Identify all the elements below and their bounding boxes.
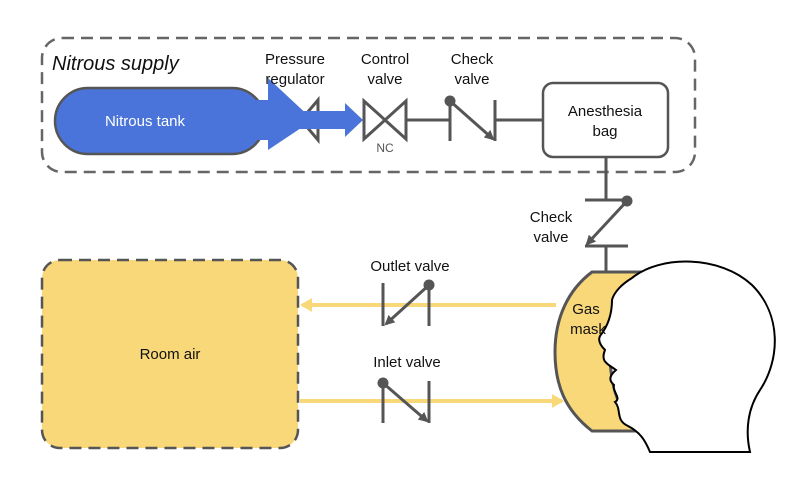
outlet-valve-label: Outlet valve bbox=[370, 258, 449, 275]
control-valve-state: NC bbox=[376, 141, 394, 155]
bag-label-2: bag bbox=[592, 123, 617, 140]
supply-title: Nitrous supply bbox=[52, 53, 180, 75]
check-valve-2-symbol bbox=[585, 195, 633, 248]
outlet-valve-symbol bbox=[381, 279, 435, 326]
flow-arrow-small bbox=[295, 103, 363, 137]
control-valve-label-2: valve bbox=[367, 71, 402, 88]
inlet-valve-symbol bbox=[377, 377, 431, 423]
check-valve-1-label-2: valve bbox=[454, 71, 489, 88]
nitrous-supply-box bbox=[40, 36, 697, 174]
control-valve-label-1: Control bbox=[361, 51, 409, 68]
tank-label: Nitrous tank bbox=[105, 113, 186, 130]
flow-arrow-large bbox=[255, 78, 313, 150]
mask-label-1: Gas bbox=[572, 301, 600, 318]
head-outline bbox=[598, 260, 776, 453]
anesthesia-bag bbox=[541, 81, 670, 159]
room-air-label: Room air bbox=[140, 346, 201, 363]
check-valve-1-label-1: Check bbox=[451, 51, 494, 68]
bag-label-1: Anesthesia bbox=[568, 103, 643, 120]
room-air-box bbox=[40, 258, 300, 450]
control-valve-symbol bbox=[362, 97, 408, 143]
regulator-label-1: Pressure bbox=[265, 51, 325, 68]
check-valve-2-label-2: valve bbox=[533, 229, 568, 246]
inlet-valve-label: Inlet valve bbox=[373, 354, 441, 371]
mask-label-2: mask bbox=[570, 321, 606, 338]
check-valve-2-label-1: Check bbox=[530, 209, 573, 226]
regulator-label-2: regulator bbox=[265, 71, 324, 88]
check-valve-1-symbol bbox=[444, 95, 497, 141]
